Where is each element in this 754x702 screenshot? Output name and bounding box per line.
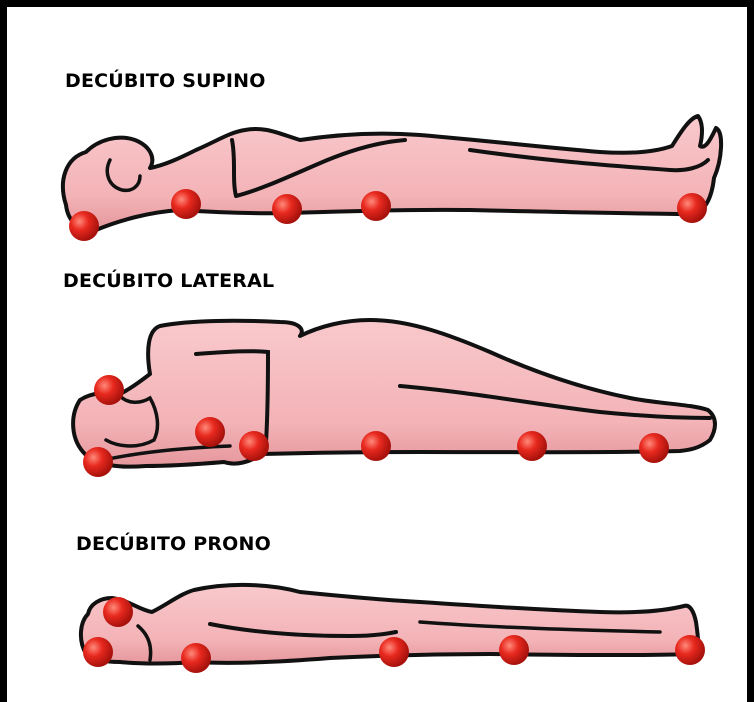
pressure-point bbox=[103, 597, 133, 627]
pressure-point bbox=[94, 375, 124, 405]
pressure-point bbox=[69, 211, 99, 241]
pressure-point bbox=[639, 433, 669, 463]
body-lateral-silhouette bbox=[73, 320, 715, 467]
pressure-point bbox=[379, 637, 409, 667]
pressure-point bbox=[361, 431, 391, 461]
body-supine bbox=[63, 116, 721, 230]
pressure-point bbox=[195, 417, 225, 447]
pressure-point bbox=[677, 193, 707, 223]
body-supine-silhouette bbox=[63, 116, 721, 230]
pressure-point bbox=[361, 191, 391, 221]
pressure-point bbox=[675, 635, 705, 665]
pressure-point bbox=[181, 643, 211, 673]
body-lateral bbox=[73, 320, 715, 467]
pressure-point bbox=[517, 431, 547, 461]
pressure-point bbox=[171, 189, 201, 219]
pressure-point bbox=[499, 635, 529, 665]
pressure-point bbox=[272, 194, 302, 224]
pressure-point bbox=[239, 431, 269, 461]
pressure-point bbox=[83, 447, 113, 477]
pressure-point bbox=[83, 637, 113, 667]
